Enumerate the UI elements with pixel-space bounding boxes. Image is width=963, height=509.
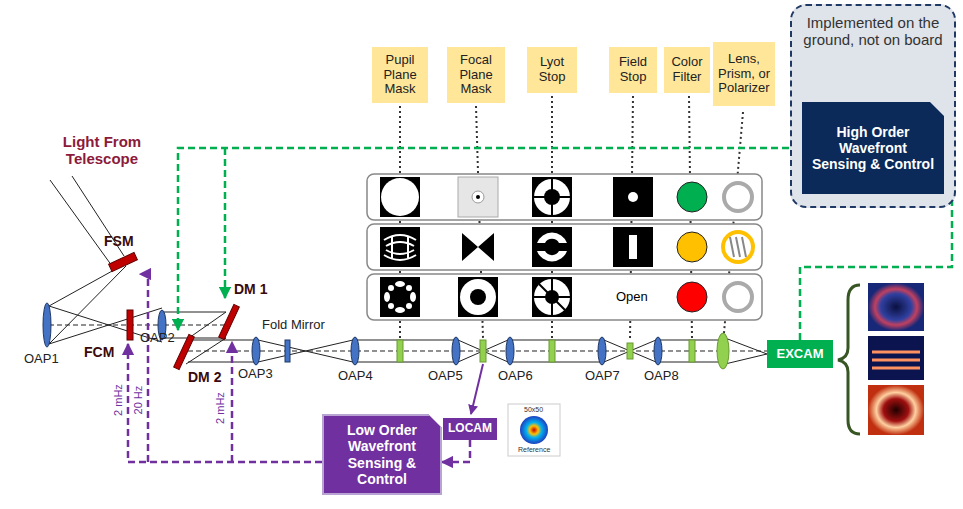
part-label: Light From Telescope xyxy=(52,134,152,167)
part-label: OAP3 xyxy=(238,367,273,381)
node-text: Low Order Wavefront Sensing & Control xyxy=(332,422,432,486)
node-text: Lyot Stop xyxy=(529,55,575,85)
part-label: OAP5 xyxy=(428,369,463,383)
tag-box: Pupil Plane Mask xyxy=(372,47,428,103)
node-text: Field Stop xyxy=(611,55,655,85)
part-label: 20 Hz xyxy=(132,384,144,417)
part-label: OAP6 xyxy=(498,369,533,383)
part-label: Open xyxy=(616,290,648,304)
part-label: FSM xyxy=(104,234,134,249)
control-box: Low Order Wavefront Sensing & Control xyxy=(322,414,442,495)
node-text: EXCAM xyxy=(777,347,824,362)
part-label: OAP4 xyxy=(338,369,373,383)
control-connector xyxy=(442,440,470,462)
node-text: Implemented on the ground, not on board xyxy=(800,14,946,49)
part-label: OAP7 xyxy=(585,369,620,383)
node-text: LOCAM xyxy=(448,422,492,436)
part-label: DM 2 xyxy=(188,370,221,385)
control-box: High Order Wavefront Sensing & Control xyxy=(802,102,944,194)
part-label: Reference xyxy=(518,446,550,454)
part-label: 2 mHz xyxy=(214,390,226,426)
part-label: FCM xyxy=(84,345,114,360)
node-text: Focal Plane Mask xyxy=(449,53,503,98)
part-label: Fold Mirror xyxy=(262,318,325,332)
tag-box: Field Stop xyxy=(609,47,657,93)
tag-box: Color Filter xyxy=(664,47,710,93)
camera-box: EXCAM xyxy=(767,340,833,368)
part-label: OAP2 xyxy=(140,331,175,345)
part-label: DM 1 xyxy=(234,282,267,297)
node-text: High Order Wavefront Sensing & Control xyxy=(810,124,936,172)
part-label: OAP1 xyxy=(24,352,59,366)
camera-box: LOCAM xyxy=(443,418,497,440)
part-label: 2 mHz xyxy=(112,382,124,418)
tag-box: Lyot Stop xyxy=(527,47,577,93)
node-text: Color Filter xyxy=(666,55,708,85)
node-text: Pupil Plane Mask xyxy=(374,53,426,98)
part-label: 50x50 xyxy=(524,406,543,414)
node-text: Lens, Prism, or Polarizer xyxy=(715,52,773,97)
tag-box: Lens, Prism, or Polarizer xyxy=(713,42,775,106)
tag-box: Focal Plane Mask xyxy=(447,47,505,103)
part-label: OAP8 xyxy=(644,369,679,383)
ground-panel: Implemented on the ground, not on boardH… xyxy=(790,4,956,208)
